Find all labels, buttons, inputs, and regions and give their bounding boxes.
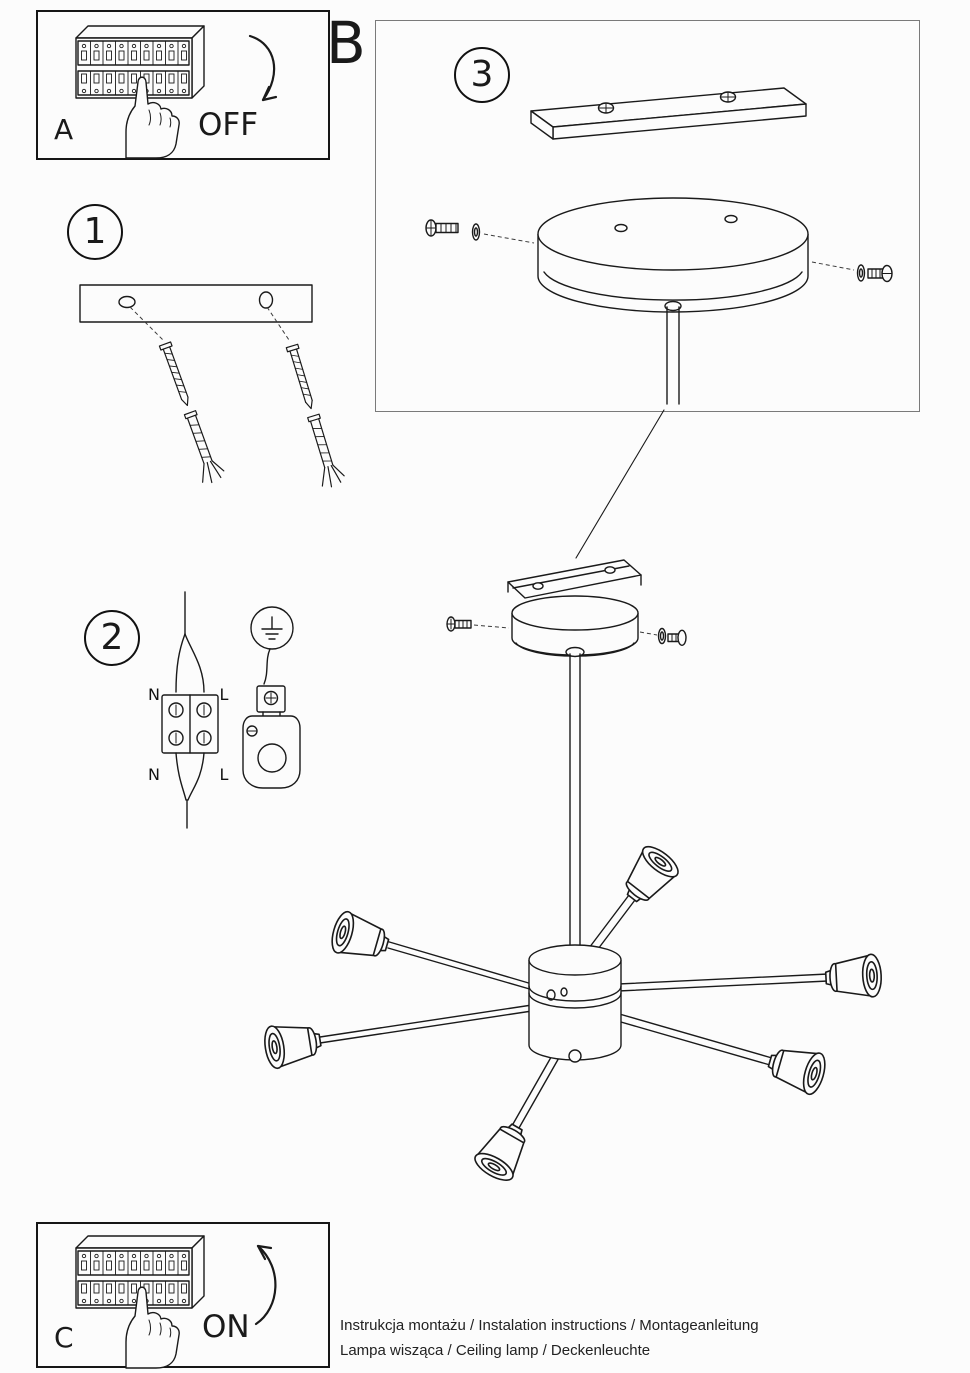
step-3-number: 3 [454, 47, 510, 103]
step-3-panel: 3 [375, 20, 920, 412]
supply-wires [175, 591, 205, 693]
lamp-wires [175, 752, 205, 829]
flip-down-arrow-icon [248, 34, 278, 102]
footer-line-2: Lampa wisząca / Ceiling lamp / Deckenleu… [340, 1342, 651, 1359]
mounting-strip [79, 284, 313, 323]
wire-label-n-bottom: N [148, 765, 160, 784]
ceiling-lamp-illustration [261, 559, 884, 1187]
canopy-screw-left-icon [446, 616, 510, 632]
strain-relief-illustration [242, 685, 301, 789]
on-label: ON [202, 1309, 250, 1345]
hanging-bracket [507, 559, 642, 599]
bracket-screw-right-icon [719, 91, 737, 103]
canopy-body [537, 197, 809, 405]
lamp-arms [319, 894, 829, 1129]
step-1-number: 1 [67, 204, 123, 260]
step-3-digit: 3 [470, 54, 494, 95]
canopy-screw-right-icon [639, 627, 687, 647]
canopy-exploded-illustration [425, 87, 893, 405]
wire-label-n-top: N [148, 685, 160, 704]
terminal-block [161, 694, 219, 754]
panel-c: ON C [36, 1222, 330, 1369]
footer-line-1: Instrukcja montażu / Instalation instruc… [340, 1317, 759, 1334]
wire-label-l-bottom: L [220, 765, 229, 784]
panel-a-letter: A [54, 113, 74, 146]
side-screw-left-icon [425, 219, 535, 244]
leader-line [575, 409, 665, 559]
flip-up-arrow-icon [254, 1244, 277, 1326]
section-b-label: B [326, 9, 366, 77]
mounting-strip-anchors-illustration [79, 284, 347, 490]
side-screw-right-icon [811, 261, 893, 283]
step-2-number: 2 [84, 610, 140, 666]
lamp-canopy [511, 595, 639, 657]
center-hub [528, 944, 622, 1063]
ceiling-bracket [530, 87, 807, 140]
wiring-illustration: N L N L [148, 591, 301, 829]
panel-c-letter: C [54, 1321, 74, 1354]
wire-label-l-top: L [220, 685, 229, 704]
earth-ground-icon [250, 606, 294, 650]
step-1-digit: 1 [83, 211, 107, 252]
ground-wire [263, 648, 271, 685]
panel-a: OFF A [36, 10, 330, 160]
step-2-digit: 2 [100, 617, 124, 658]
down-rod [565, 646, 585, 953]
bracket-screw-left-icon [597, 102, 615, 114]
off-label: OFF [198, 107, 259, 143]
breaker-panel-illustration [75, 1235, 205, 1369]
